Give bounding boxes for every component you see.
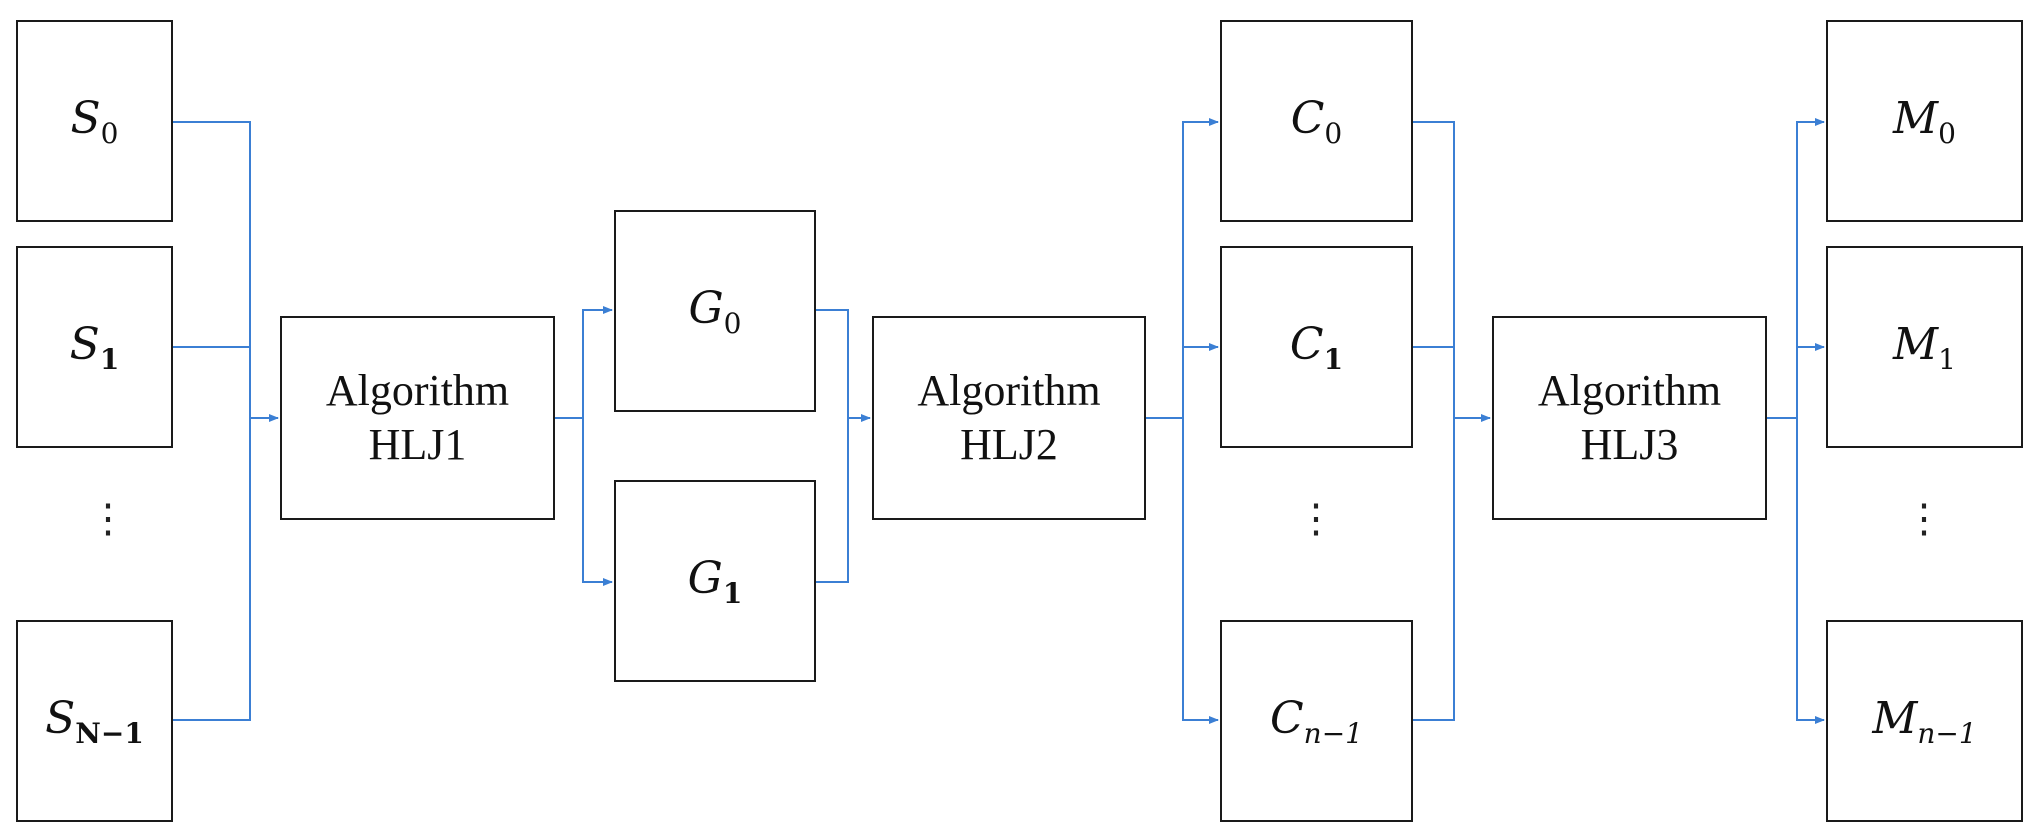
- ellipsis-m: ⋮: [1904, 496, 1944, 542]
- ellipsis-c: ⋮: [1296, 496, 1336, 542]
- wire-s0: [173, 121, 251, 418]
- wire-to-m0: [1796, 118, 1825, 418]
- node-c1: C1: [1220, 246, 1413, 448]
- ellipsis-s: ⋮: [88, 496, 128, 542]
- node-s1: S1: [16, 246, 173, 448]
- wire-cn-out: [1413, 418, 1455, 721]
- node-m1: M1: [1826, 246, 2023, 448]
- wire-g1-out: [816, 418, 849, 583]
- wire-to-mn: [1796, 418, 1825, 724]
- node-s0: S0: [16, 20, 173, 222]
- wire-sn: [173, 418, 251, 721]
- node-sn: SN−1: [16, 620, 173, 822]
- node-mn: Mn−1: [1826, 620, 2023, 822]
- node-c0: C0: [1220, 20, 1413, 222]
- wire-to-c0: [1182, 118, 1219, 418]
- wire-to-g0: [582, 306, 613, 418]
- node-cn: Cn−1: [1220, 620, 1413, 822]
- wire-to-g1: [582, 418, 613, 586]
- node-g1: G1: [614, 480, 816, 682]
- wire-to-cn: [1182, 418, 1219, 724]
- wire-c0-out: [1413, 121, 1455, 418]
- node-g0: G0: [614, 210, 816, 412]
- node-m0: M0: [1826, 20, 2023, 222]
- wire-g0-out: [816, 309, 849, 418]
